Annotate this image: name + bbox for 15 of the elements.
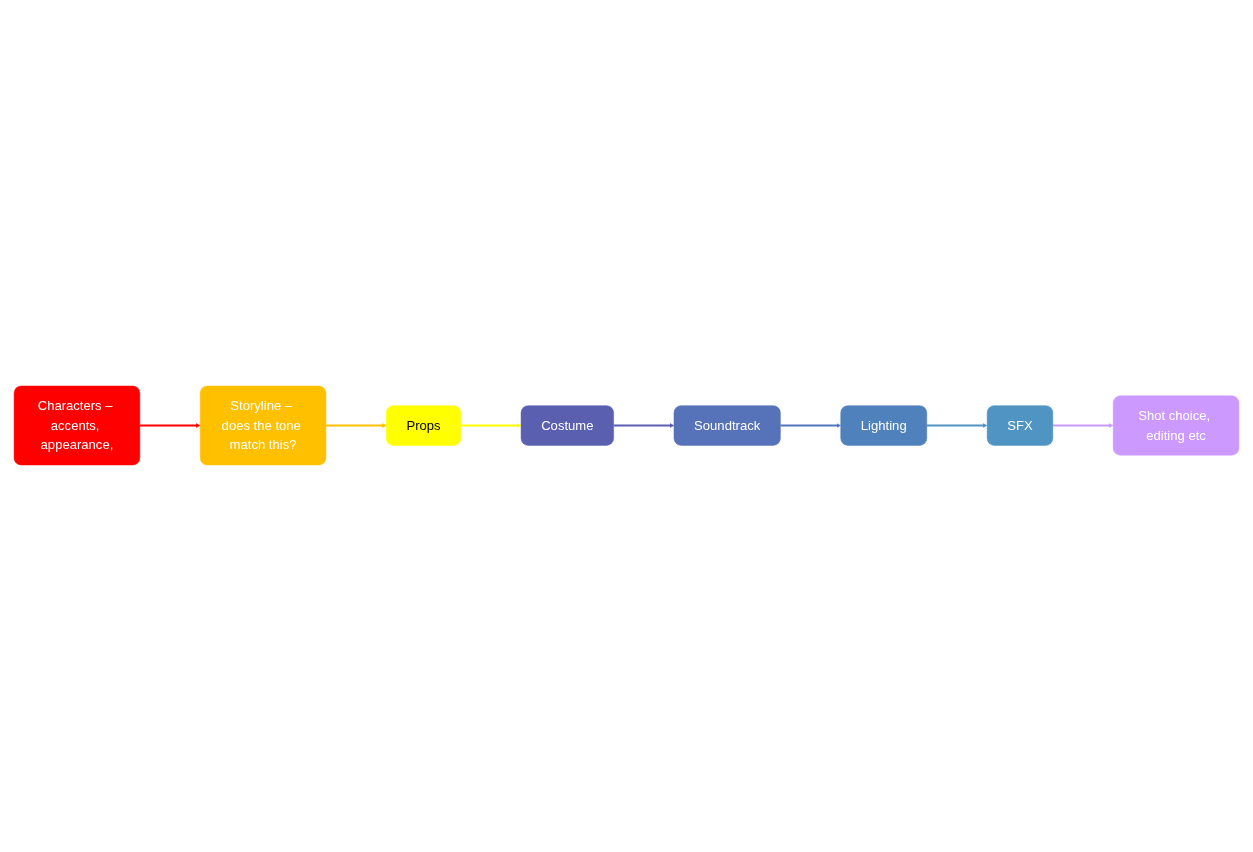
node-box: SFX <box>986 405 1054 447</box>
node-box: Lighting <box>840 405 928 447</box>
node-box: Costume <box>520 405 614 447</box>
arrow <box>613 423 675 429</box>
arrow <box>460 423 522 429</box>
arrow <box>780 423 841 429</box>
node-box: Shot choice, editing etc <box>1112 396 1240 456</box>
node-box: Characters – accents, appearance, <box>13 386 141 466</box>
node-box: Storyline – does the tone match this? <box>199 386 327 466</box>
arrow <box>926 423 988 429</box>
node-box: Soundtrack <box>673 405 781 447</box>
node-box: Props <box>386 405 461 447</box>
arrow <box>325 423 387 429</box>
arrow <box>139 423 201 429</box>
arrow <box>1052 423 1114 429</box>
